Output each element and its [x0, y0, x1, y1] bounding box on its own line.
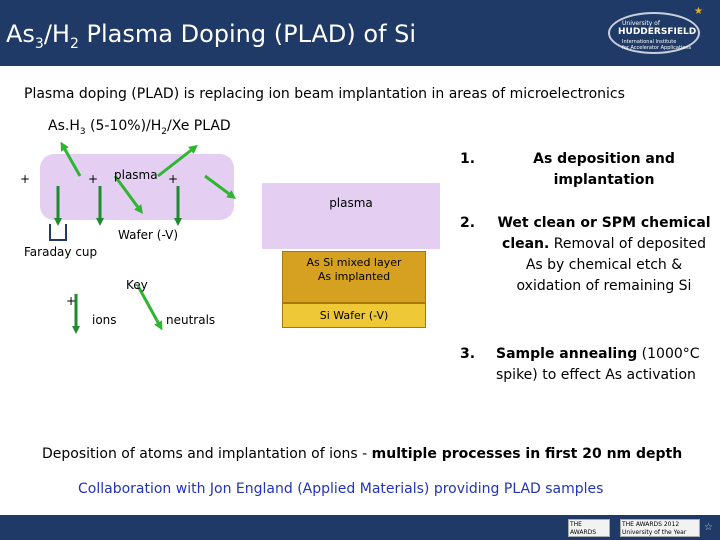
summary-text: Deposition of atoms and implantation of …: [42, 446, 683, 462]
ion-plus-sign: +: [168, 172, 179, 186]
mixed-layer-label-2: As implanted: [317, 270, 391, 283]
slide-title: As3/H2 Plasma Doping (PLAD) of Si: [6, 20, 417, 52]
key-plus-sign: +: [66, 294, 77, 308]
right-plasma-label: plasma: [329, 196, 373, 210]
awards-badge-2012: THE AWARDS 2012 University of the Year: [620, 519, 700, 537]
crest-icon: ☆: [704, 522, 713, 533]
step-3-text: Sample annealing (1000°C spike) to effec…: [496, 346, 700, 383]
mixed-layer-label-1: As Si mixed layer: [306, 256, 402, 269]
logo-text-3: International Institute: [622, 39, 677, 45]
neutral-arrow: [157, 144, 198, 178]
key-label: Key: [126, 278, 148, 292]
footer-bar: [0, 515, 720, 540]
left-plasma-label: plasma: [114, 168, 158, 182]
key-neutral-arrow: [136, 285, 163, 331]
logo-text-4: for Accelerator Applications: [622, 45, 692, 51]
step-2-number: 2.: [460, 215, 476, 231]
faraday-cup: [49, 224, 67, 241]
intro-text: Plasma doping (PLAD) is replacing ion be…: [24, 86, 625, 102]
star-icon: ★: [694, 6, 703, 17]
mixed-layer: As Si mixed layer As implanted: [282, 251, 426, 303]
faraday-cup-label: Faraday cup: [24, 245, 98, 259]
step-1-number: 1.: [460, 151, 476, 167]
neutral-arrow: [60, 141, 82, 177]
neutral-arrow: [113, 175, 143, 215]
ion-plus-sign: +: [88, 172, 99, 186]
neutral-arrow: [204, 174, 237, 199]
step-2-text: Wet clean or SPM chemical clean. Removal…: [497, 215, 711, 294]
si-wafer-label: Si Wafer (-V): [319, 309, 389, 322]
ion-plus-sign: +: [20, 172, 31, 186]
gas-mix-label: As.H3 (5-10%)/H2/Xe PLAD: [48, 118, 231, 137]
logo-text-1: University of: [622, 20, 660, 27]
right-plasma-region: [262, 183, 440, 249]
si-wafer-layer: Si Wafer (-V): [282, 303, 426, 328]
key-ions-label: ions: [92, 313, 117, 327]
step-1-text: As deposition and implantation: [533, 151, 675, 188]
logo-text-2: HUDDERSFIELD: [618, 27, 697, 37]
awards-badge: THE AWARDS: [568, 519, 610, 537]
collaboration-text: Collaboration with Jon England (Applied …: [78, 481, 604, 497]
title-bar: As3/H2 Plasma Doping (PLAD) of Si Univer…: [0, 0, 720, 66]
university-logo: University of HUDDERSFIELD International…: [608, 6, 708, 58]
logo-ring: [608, 12, 700, 54]
wafer-label: Wafer (-V): [118, 228, 179, 242]
step-3-number: 3.: [460, 346, 476, 362]
key-neutrals-label: neutrals: [166, 313, 216, 327]
